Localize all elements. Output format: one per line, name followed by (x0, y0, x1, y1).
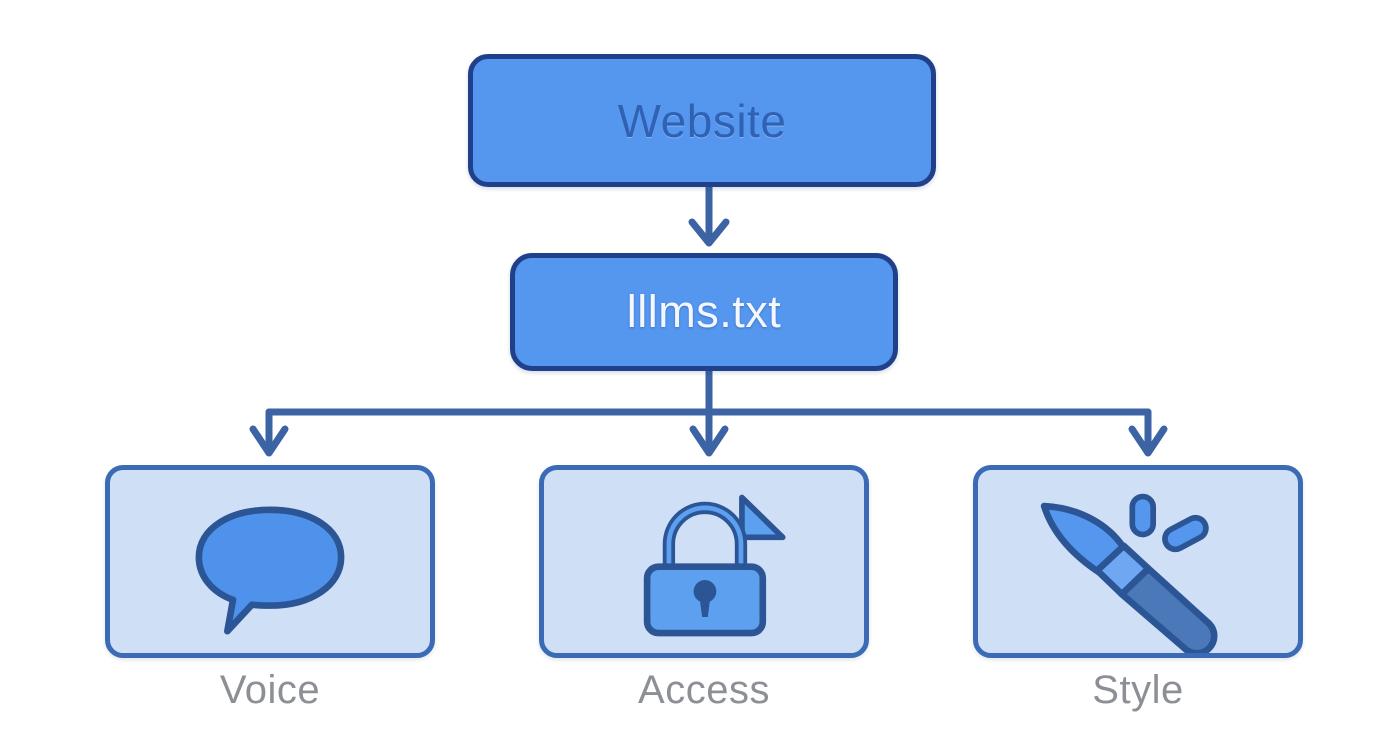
brush-handle-icon (1118, 565, 1218, 653)
node-website-label: Website (617, 94, 787, 147)
leaf-card-style[interactable] (973, 465, 1303, 658)
leaf-caption-voice: Voice (219, 668, 321, 712)
padlock-icon (643, 494, 786, 637)
paint-stroke-diagonal-icon (1162, 514, 1209, 553)
leaf-caption-access: Access (638, 668, 770, 712)
arrowhead-website-to-llmstxt (688, 218, 730, 247)
paint-stroke-vertical-icon (1129, 493, 1157, 538)
node-llms-txt[interactable]: lllms.txt (510, 253, 898, 371)
arrowhead-voice (249, 425, 289, 457)
leaf-card-access[interactable] (539, 465, 869, 658)
node-website[interactable]: Website (468, 54, 936, 187)
cursor-triangle-icon (739, 494, 786, 541)
arrowhead-access (689, 425, 729, 457)
node-llms-txt-label: lllms.txt (626, 286, 782, 337)
paintbrush-icon (1040, 493, 1218, 653)
speech-bubble-icon (195, 506, 345, 635)
arrowhead-style (1128, 425, 1168, 457)
leaf-caption-style: Style (1092, 668, 1184, 712)
leaf-card-voice[interactable] (105, 465, 435, 658)
